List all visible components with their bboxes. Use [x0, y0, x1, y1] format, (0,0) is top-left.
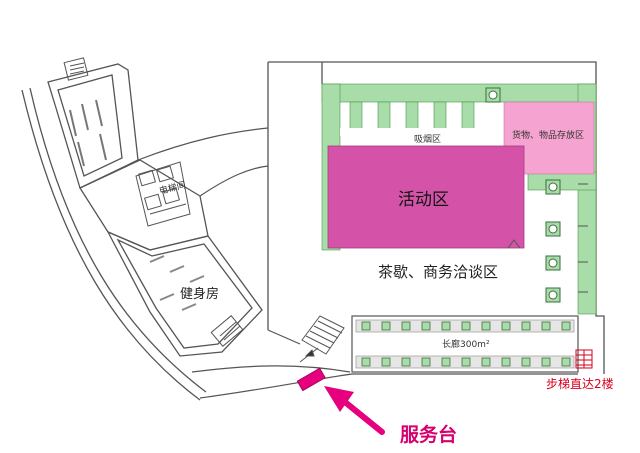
gym-label: 健身房: [180, 286, 219, 302]
activity-zone: [327, 145, 525, 249]
corridor-columns-bottom: [361, 357, 571, 367]
smoking-label: 吸烟区: [414, 133, 441, 145]
north-block: [47, 63, 139, 189]
corridor-column: [541, 321, 551, 331]
right-wall-markers: [578, 183, 588, 293]
corridor-column: [401, 321, 411, 331]
service-label: 服务台: [400, 423, 457, 446]
corridor-column: [381, 321, 391, 331]
stairs-2f: [575, 349, 593, 369]
activity-door: [507, 239, 521, 249]
gym-block-inner: [116, 238, 253, 349]
columns: [485, 87, 561, 303]
gym-stair: [210, 315, 244, 347]
corridor-column: [361, 321, 371, 331]
column: [545, 221, 561, 237]
north-block-inner: [57, 74, 123, 177]
corridor-column: [481, 321, 491, 331]
corridor-column: [381, 357, 391, 367]
corridor-column: [501, 321, 511, 331]
corridor-column: [461, 321, 471, 331]
activity-label: 活动区: [398, 190, 449, 210]
corridor-column: [361, 357, 371, 367]
lower-wall-2: [199, 373, 353, 399]
corridor-column: [521, 321, 531, 331]
entrance-stairs: [299, 315, 345, 363]
corridor-column: [421, 321, 431, 331]
smoking-area-walls: [340, 101, 500, 136]
corridor-column: [541, 357, 551, 367]
corridor-column: [441, 321, 451, 331]
column: [485, 87, 501, 103]
corridor-column: [421, 357, 431, 367]
corridor-columns-top: [361, 321, 571, 331]
service-desk: [296, 367, 326, 392]
north-partitions: [69, 99, 107, 167]
service-arrow: [324, 386, 385, 435]
column: [545, 179, 561, 195]
main-hall: [267, 61, 605, 374]
outer-curved-wall-inner: [29, 87, 207, 393]
north-stair: [63, 57, 89, 81]
corridor-column: [501, 357, 511, 367]
corridor: [351, 315, 579, 373]
lower-walls: [191, 329, 578, 399]
corridor-column: [521, 357, 531, 367]
corridor-column: [461, 357, 471, 367]
corridor-label: 长廊300m²: [442, 338, 490, 350]
tea-label: 茶歇、商务洽谈区: [378, 263, 498, 281]
corridor-column: [481, 357, 491, 367]
gym-equipment: [149, 255, 205, 311]
outer-curved-wall: [21, 89, 201, 401]
lower-wall-1: [191, 365, 351, 373]
stairs-label: 步梯直达2楼: [546, 376, 614, 391]
main-hall-outer: [268, 61, 605, 374]
corridor-column: [561, 321, 571, 331]
curved-hallway: [137, 127, 269, 197]
corridor-column: [441, 357, 451, 367]
corridor-column: [401, 357, 411, 367]
corridor-column: [561, 357, 571, 367]
hallway-top: [137, 127, 269, 161]
left-wing: [21, 63, 263, 401]
lower-wall-4: [267, 329, 301, 345]
column: [545, 287, 561, 303]
elevator-core: [135, 161, 191, 227]
gym-block: [106, 230, 263, 357]
column: [545, 255, 561, 271]
elevator-outline: [135, 161, 191, 227]
storage-label: 货物、物品存放区: [512, 129, 584, 141]
hallway-bottom: [199, 165, 269, 197]
